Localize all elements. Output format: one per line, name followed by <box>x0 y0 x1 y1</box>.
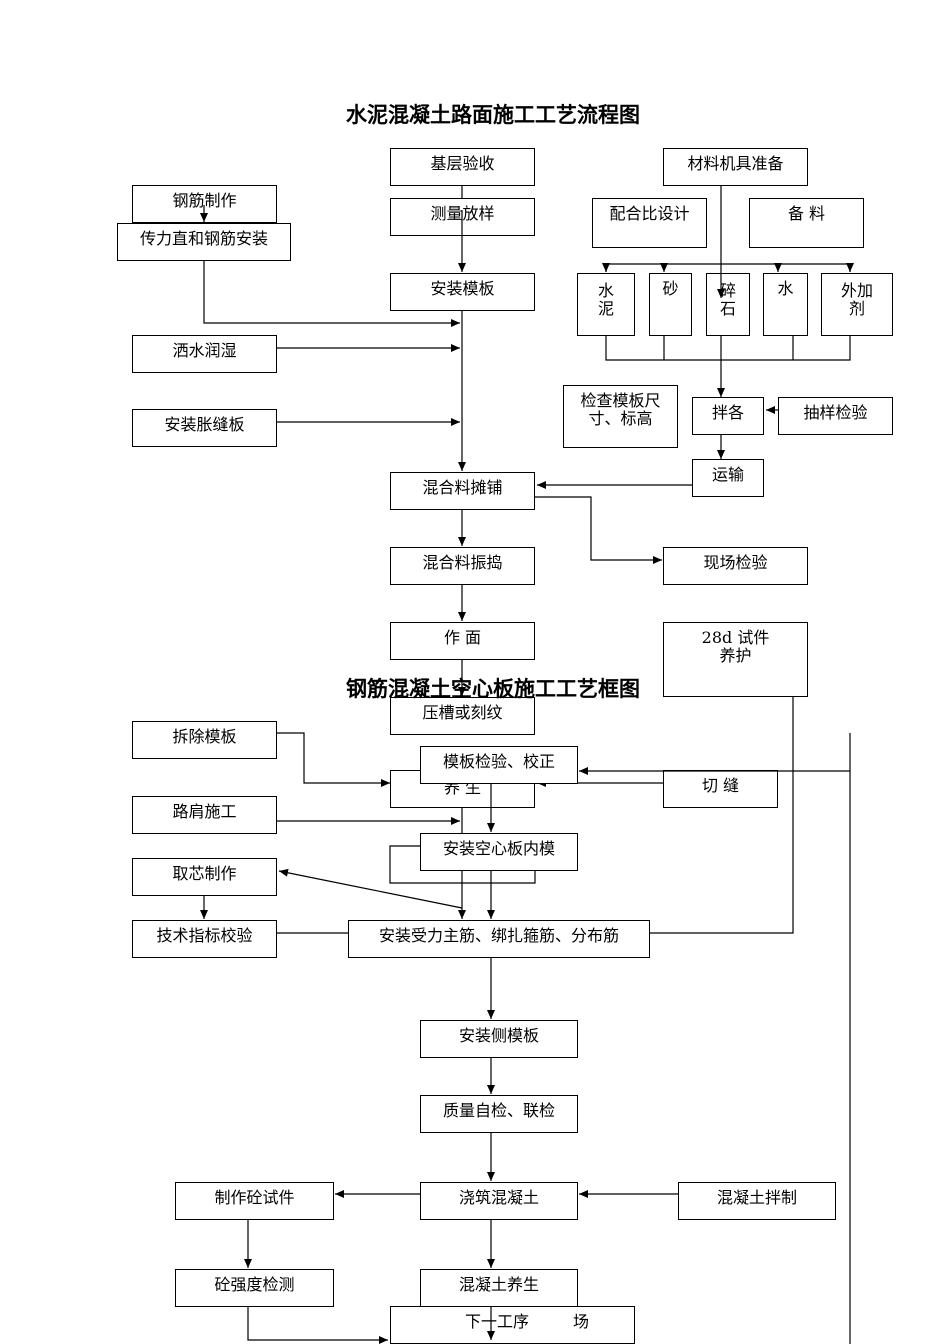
rebar-box: 安装受力主筋、绑扎箍筋、分布筋 <box>348 920 650 958</box>
additive-box: 外加剂 <box>821 273 893 336</box>
next-step-box: 下一工序 场 <box>390 1306 635 1344</box>
spread-box: 混合料摊铺 <box>390 472 535 510</box>
mix-concrete-box: 混凝土拌制 <box>678 1182 836 1220</box>
rebar-install-box: 传力直和钢筋安装 <box>117 223 291 261</box>
cure2-box: 混凝土养生 <box>420 1269 578 1307</box>
formwork-box: 安装模板 <box>390 273 535 311</box>
prepare-box: 备 料 <box>749 198 864 248</box>
water-box: 水 <box>763 273 808 336</box>
check-form-box: 检查模板尺寸、标高 <box>563 385 678 448</box>
specimen-box: 28d 试件养护 <box>663 622 808 697</box>
side-form-box: 安装侧模板 <box>420 1020 578 1058</box>
cement-box: 水泥 <box>577 273 635 336</box>
flow1-title: 水泥混凝土路面施工工艺流程图 <box>346 102 640 127</box>
site-fragment-label: 场 <box>573 1312 590 1331</box>
sand-box: 砂 <box>649 273 692 336</box>
vibrate-box: 混合料振捣 <box>390 547 535 585</box>
flow2-title: 钢筋混凝土空心板施工工艺框图 <box>346 676 640 701</box>
shoulder-box: 路肩施工 <box>132 796 277 834</box>
pour-box: 浇筑混凝土 <box>420 1182 578 1220</box>
form-check-box: 模板检验、校正 <box>420 746 578 784</box>
base-check-box: 基层验收 <box>390 148 535 186</box>
transport-box: 运输 <box>692 459 764 497</box>
mix-design-box: 配合比设计 <box>592 198 707 248</box>
surface-box: 作 面 <box>390 622 535 660</box>
wet-box: 洒水润湿 <box>132 335 277 373</box>
inner-form-box: 安装空心板内模 <box>420 833 578 871</box>
sampling-box: 抽样检验 <box>778 397 893 435</box>
rebar-make-box: 钢筋制作 <box>132 185 277 223</box>
field-test-box: 现场检验 <box>663 547 808 585</box>
expansion-box: 安装胀缝板 <box>132 409 277 447</box>
gravel-box: 碎石 <box>706 273 750 336</box>
specimen-make-box: 制作砼试件 <box>175 1182 334 1220</box>
remove-form-box: 拆除模板 <box>132 721 277 759</box>
self-check-box: 质量自检、联检 <box>420 1095 578 1133</box>
survey-box: 测量放样 <box>390 198 535 236</box>
cut-box: 切 缝 <box>663 770 778 808</box>
tech-check-box: 技术指标校验 <box>132 920 277 958</box>
materials-box: 材料机具准备 <box>663 148 808 186</box>
mixing-box: 拌各 <box>692 397 764 435</box>
core-box: 取芯制作 <box>132 858 277 896</box>
strength-box: 砼强度检测 <box>175 1269 334 1307</box>
next-step-label: 下一工序 <box>465 1312 530 1331</box>
groove-box: 压槽或刻纹 <box>390 697 535 735</box>
